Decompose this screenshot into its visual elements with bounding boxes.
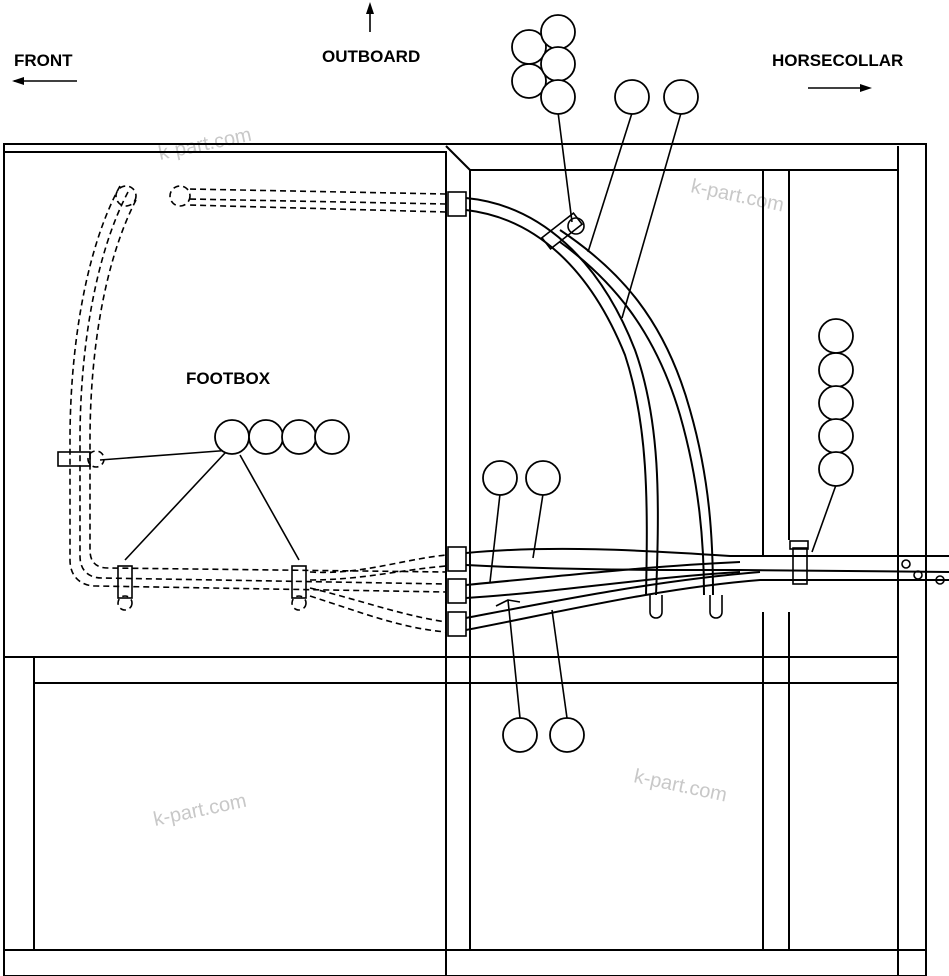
hidden-hoses bbox=[57, 185, 447, 633]
watermark: k-part.com bbox=[151, 790, 248, 831]
callout-balloon bbox=[818, 352, 854, 388]
outboard-label: OUTBOARD bbox=[322, 47, 420, 66]
callout-balloon bbox=[214, 419, 250, 455]
callout-balloon bbox=[540, 14, 576, 50]
bulkhead-fittings bbox=[447, 191, 467, 637]
leader-lines bbox=[99, 111, 837, 719]
routed-hoses bbox=[465, 197, 949, 631]
callout-balloon bbox=[482, 460, 518, 496]
callout-balloon bbox=[549, 717, 585, 753]
callout-balloon bbox=[281, 419, 317, 455]
callout-balloon bbox=[818, 318, 854, 354]
watermarks: k-part.com k-part.com k-part.com k-part.… bbox=[151, 124, 785, 831]
front-label: FRONT bbox=[14, 51, 73, 70]
reference-balloons bbox=[214, 14, 854, 753]
watermark: k-part.com bbox=[689, 175, 786, 216]
callout-balloon bbox=[248, 419, 284, 455]
arrow-left-icon bbox=[12, 77, 77, 85]
footbox-label: FOOTBOX bbox=[186, 369, 271, 388]
callout-balloon bbox=[818, 418, 854, 454]
callout-balloon bbox=[314, 419, 350, 455]
callout-balloon bbox=[818, 385, 854, 421]
callout-balloon bbox=[502, 717, 538, 753]
callout-balloon bbox=[511, 63, 547, 99]
arrow-right-icon bbox=[808, 84, 872, 92]
horsecollar-label: HORSECOLLAR bbox=[772, 51, 903, 70]
watermark: k-part.com bbox=[632, 765, 729, 806]
clamp bbox=[57, 451, 91, 467]
callout-balloon bbox=[818, 451, 854, 487]
callout-balloon bbox=[540, 46, 576, 82]
callout-balloon bbox=[525, 460, 561, 496]
frame-structure bbox=[3, 143, 927, 976]
callout-balloon bbox=[663, 79, 699, 115]
arrow-up-icon bbox=[366, 2, 374, 32]
callout-balloon bbox=[614, 79, 650, 115]
callout-balloon bbox=[540, 79, 576, 115]
